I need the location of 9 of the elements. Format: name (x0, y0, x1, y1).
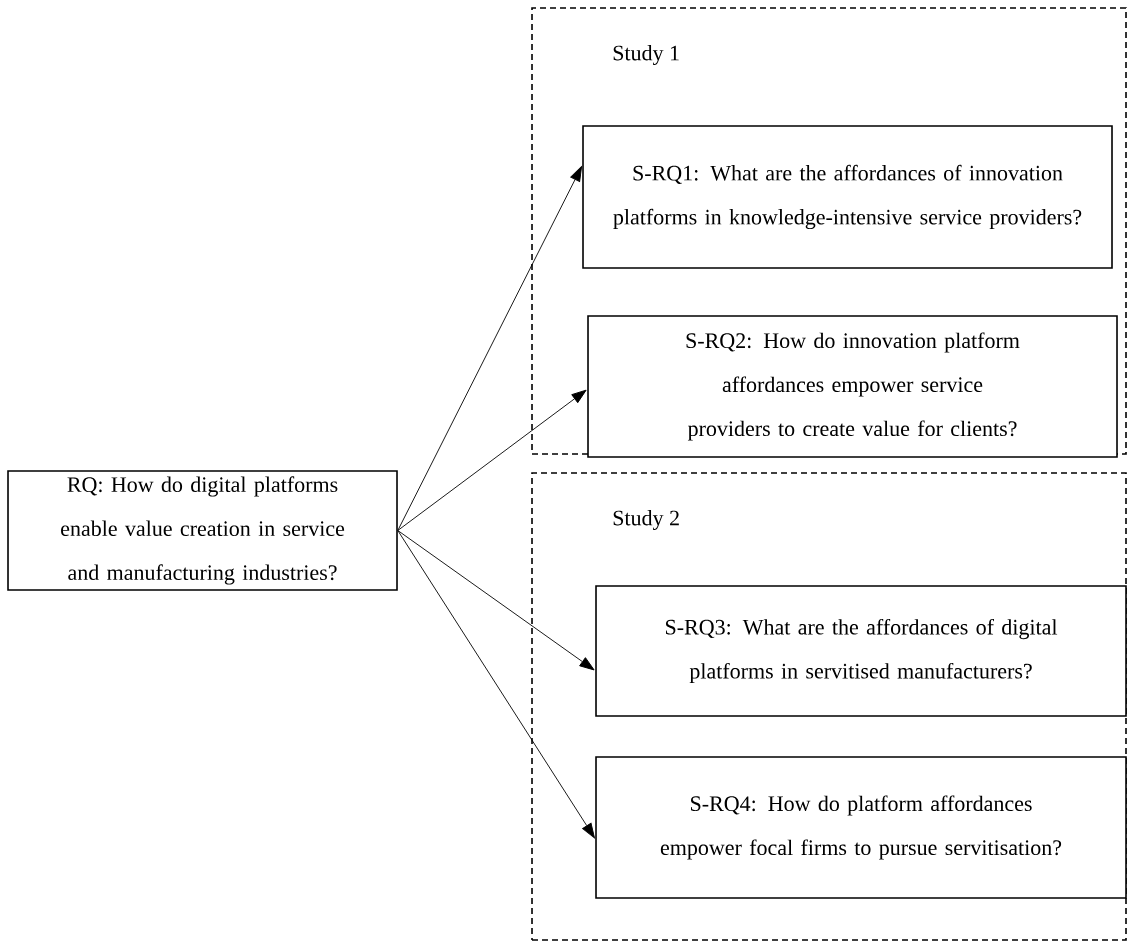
question-box: S-RQ2: How do innovation platform affordances empower service providers to create value for clients? (587, 315, 1118, 458)
arrow (397, 530, 595, 671)
question-box: S-RQ4: How do platform affordances empower focal firms to pursue servitisation? (595, 756, 1127, 899)
arrow (397, 166, 583, 531)
arrow (397, 530, 595, 839)
question-box: RQ: How do digital platforms enable value creation in service and manufacturing industries? (7, 470, 398, 591)
question-box: S-RQ3: What are the affordances of digital platforms in servitised manufacturers? (595, 585, 1127, 717)
question-box: S-RQ1: What are the affordances of innovation platforms in knowledge-intensive service providers? (582, 125, 1113, 269)
arrow (397, 389, 587, 531)
